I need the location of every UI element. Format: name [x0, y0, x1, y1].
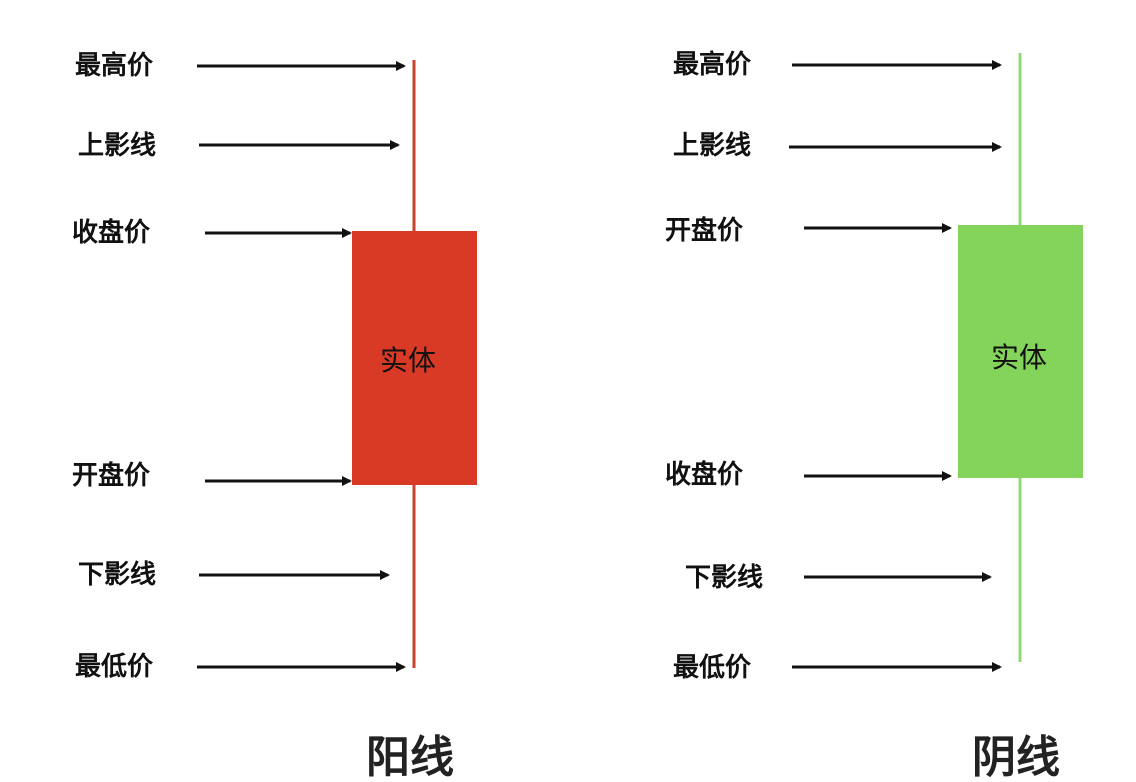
bullish-body-label: 实体: [380, 344, 437, 377]
label-open: 开盘价: [665, 216, 744, 246]
label-close: 收盘价: [72, 218, 151, 248]
label-open: 开盘价: [72, 461, 151, 491]
label-upper-shadow: 上影线: [78, 131, 157, 161]
label-close: 收盘价: [665, 460, 744, 490]
bearish-arrows: [789, 60, 1002, 672]
bearish-title: 阴线: [972, 732, 1060, 782]
bullish-body: [352, 231, 477, 485]
bullish-arrows: [197, 61, 406, 672]
label-lower-shadow: 下影线: [685, 563, 764, 593]
label-upper-shadow: 上影线: [673, 131, 752, 161]
label-high: 最高价: [673, 50, 752, 80]
label-low: 最低价: [673, 653, 752, 683]
label-low: 最低价: [75, 652, 154, 682]
label-high: 最高价: [75, 51, 154, 81]
bullish-title: 阳线: [366, 732, 454, 782]
bearish-body: [958, 225, 1083, 478]
label-lower-shadow: 下影线: [78, 560, 157, 590]
bearish-body-label: 实体: [991, 341, 1048, 374]
